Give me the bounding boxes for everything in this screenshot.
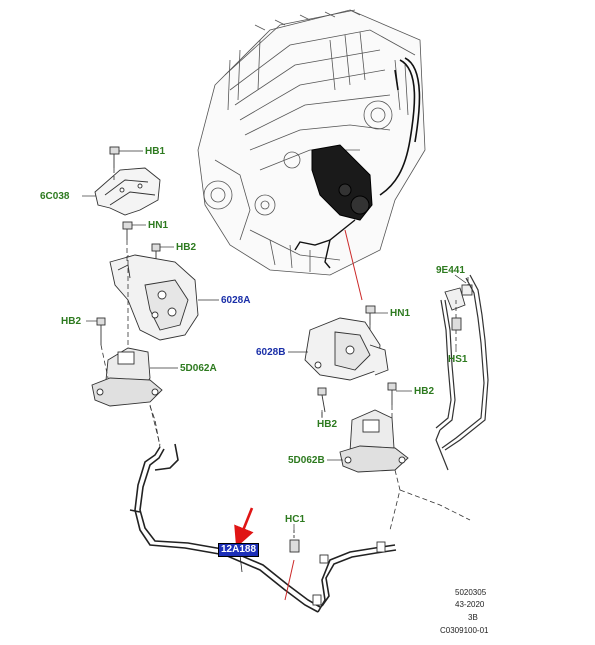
- red-arrow: [234, 507, 254, 548]
- label-hb2-left-mid: HB2: [61, 316, 82, 327]
- engine-block: [197, 9, 426, 276]
- nut-hn1-left: [122, 221, 133, 240]
- bracket-9e441: [444, 284, 473, 311]
- engine-dark-component: [311, 144, 373, 221]
- label-hc1: HC1: [285, 514, 306, 525]
- engine-mount-5d062b: [339, 409, 409, 473]
- label-5d062a: 5D062A: [180, 363, 217, 374]
- left-dashed-leaders: [100, 168, 161, 448]
- nut-hn1-right: [365, 305, 376, 325]
- bolt-hb2-right-a: [317, 387, 327, 413]
- label-hb2-right-a: HB2: [317, 419, 338, 430]
- sensor-hs1: [451, 317, 462, 331]
- label-12a188-highlighted[interactable]: 12A188: [218, 543, 260, 557]
- engine-hoses: [379, 57, 421, 196]
- label-9e441: 9E441: [436, 265, 465, 276]
- label-6c038: 6C038: [40, 191, 70, 202]
- bolt-hb1: [109, 146, 120, 168]
- pipe-clip-hc1: [289, 530, 300, 553]
- engine-mount-5d062a: [91, 347, 163, 407]
- bolt-hb2-right-b: [387, 382, 397, 405]
- label-hb2-left-top: HB2: [176, 242, 197, 253]
- pipe-clips: [312, 541, 386, 606]
- engine-harness: [294, 219, 356, 269]
- right-tubes: [435, 274, 489, 471]
- label-6028a: 6028A: [221, 295, 251, 306]
- label-6028b: 6028B: [256, 347, 286, 358]
- label-hb2-right-b: HB2: [414, 386, 435, 397]
- footer-line1: 5020305: [455, 588, 487, 597]
- label-hs1: HS1: [448, 354, 468, 365]
- footer-line4: C0309100-01: [440, 626, 489, 635]
- label-hb1: HB1: [145, 146, 166, 157]
- label-hn1-right: HN1: [390, 308, 411, 319]
- hc1-red-leader: [284, 559, 295, 601]
- label-hn1-left: HN1: [148, 220, 169, 231]
- footer-line2: 43-2020: [455, 600, 485, 609]
- right-upper-dashed: [455, 277, 469, 346]
- mount-bracket-6028b: [304, 317, 389, 381]
- engine-to-mount-leader: [344, 229, 363, 301]
- label-leaders: [82, 150, 467, 530]
- label-5d062b: 5D062B: [288, 455, 325, 466]
- 12a188-leader: [239, 554, 243, 573]
- footer-line3: 3B: [468, 613, 478, 622]
- mount-bracket-6028a: [109, 254, 199, 341]
- bolt-hb2-left-mid: [96, 317, 106, 345]
- heat-shield-6c038: [94, 167, 161, 216]
